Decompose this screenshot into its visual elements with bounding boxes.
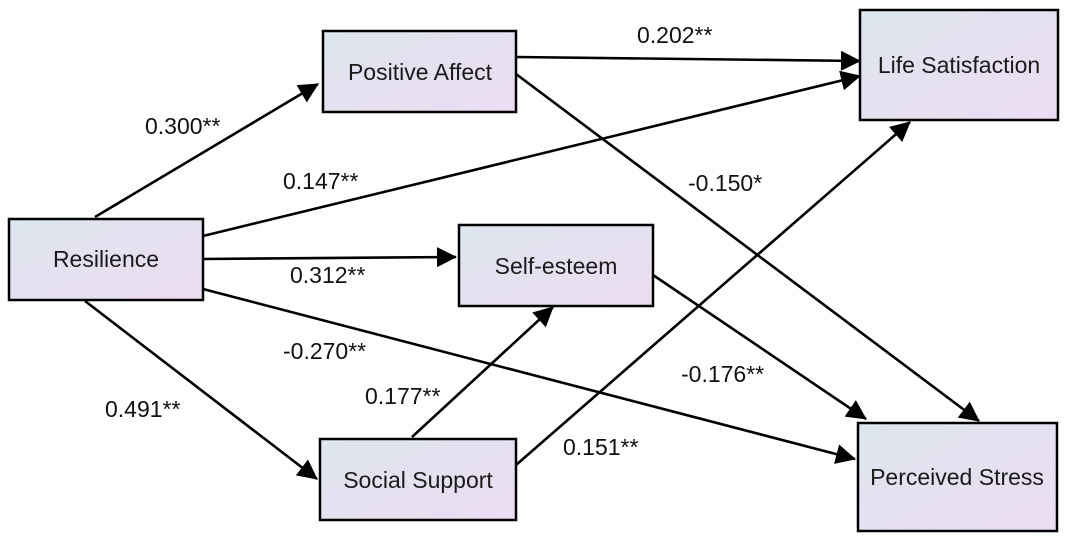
- coef-resilience-perceived-stress: -0.270**: [283, 338, 366, 364]
- coef-resilience-social-support: 0.491**: [105, 396, 181, 422]
- node-label-resilience: Resilience: [53, 246, 159, 272]
- arrow-positive-affect-to-life-satisfaction: [515, 50, 861, 71]
- node-label-self-esteem: Self-esteem: [495, 253, 618, 279]
- arrow-social-support-to-life-satisfaction: [515, 121, 911, 466]
- node-positive-affect: Positive Affect: [321, 29, 518, 114]
- node-label-social-support: Social Support: [343, 467, 493, 493]
- coefficient-labels: 0.300** 0.147** 0.312** -0.270** 0.491**…: [105, 22, 764, 460]
- coef-resilience-self-esteem: 0.312**: [290, 262, 366, 288]
- node-self-esteem: Self-esteem: [457, 223, 655, 308]
- node-life-satisfaction: Life Satisfaction: [858, 8, 1060, 122]
- node-box-life-satisfaction: [858, 8, 1060, 122]
- node-label-positive-affect: Positive Affect: [348, 59, 493, 85]
- node-perceived-stress: Perceived Stress: [856, 421, 1059, 533]
- coef-social-support-self-esteem: 0.177**: [365, 383, 441, 409]
- coef-resilience-positive-affect: 0.300**: [145, 113, 221, 139]
- coef-social-support-life-satisfaction: 0.151**: [563, 434, 639, 460]
- arrow-resilience-to-perceived-stress: [202, 287, 856, 464]
- coef-positive-affect-perceived-stress: -0.150*: [688, 170, 762, 196]
- coef-positive-affect-life-satisfaction: 0.202**: [637, 22, 713, 48]
- arrow-resilience-to-life-satisfaction: [202, 70, 861, 238]
- node-label-perceived-stress: Perceived Stress: [870, 464, 1044, 490]
- coef-resilience-life-satisfaction: 0.147**: [283, 168, 359, 194]
- node-resilience: Resilience: [7, 217, 205, 302]
- arrow-positive-affect-to-perceived-stress: [515, 72, 980, 423]
- arrow-self-esteem-to-perceived-stress: [652, 273, 867, 421]
- arrow-resilience-to-self-esteem: [202, 247, 457, 268]
- node-social-support: Social Support: [318, 437, 518, 522]
- node-box-self-esteem: [457, 223, 655, 308]
- node-box-positive-affect: [321, 29, 518, 114]
- node-label-life-satisfaction: Life Satisfaction: [878, 52, 1040, 78]
- arrow-resilience-to-social-support: [84, 299, 318, 481]
- arrow-resilience-to-positive-affect: [94, 82, 319, 219]
- coef-self-esteem-perceived-stress: -0.176**: [681, 361, 764, 387]
- path-arrows: [84, 50, 980, 481]
- node-box-perceived-stress: [856, 421, 1059, 533]
- arrow-social-support-to-self-esteem: [411, 306, 554, 438]
- node-box-social-support: [318, 437, 518, 522]
- node-box-resilience: [7, 217, 205, 302]
